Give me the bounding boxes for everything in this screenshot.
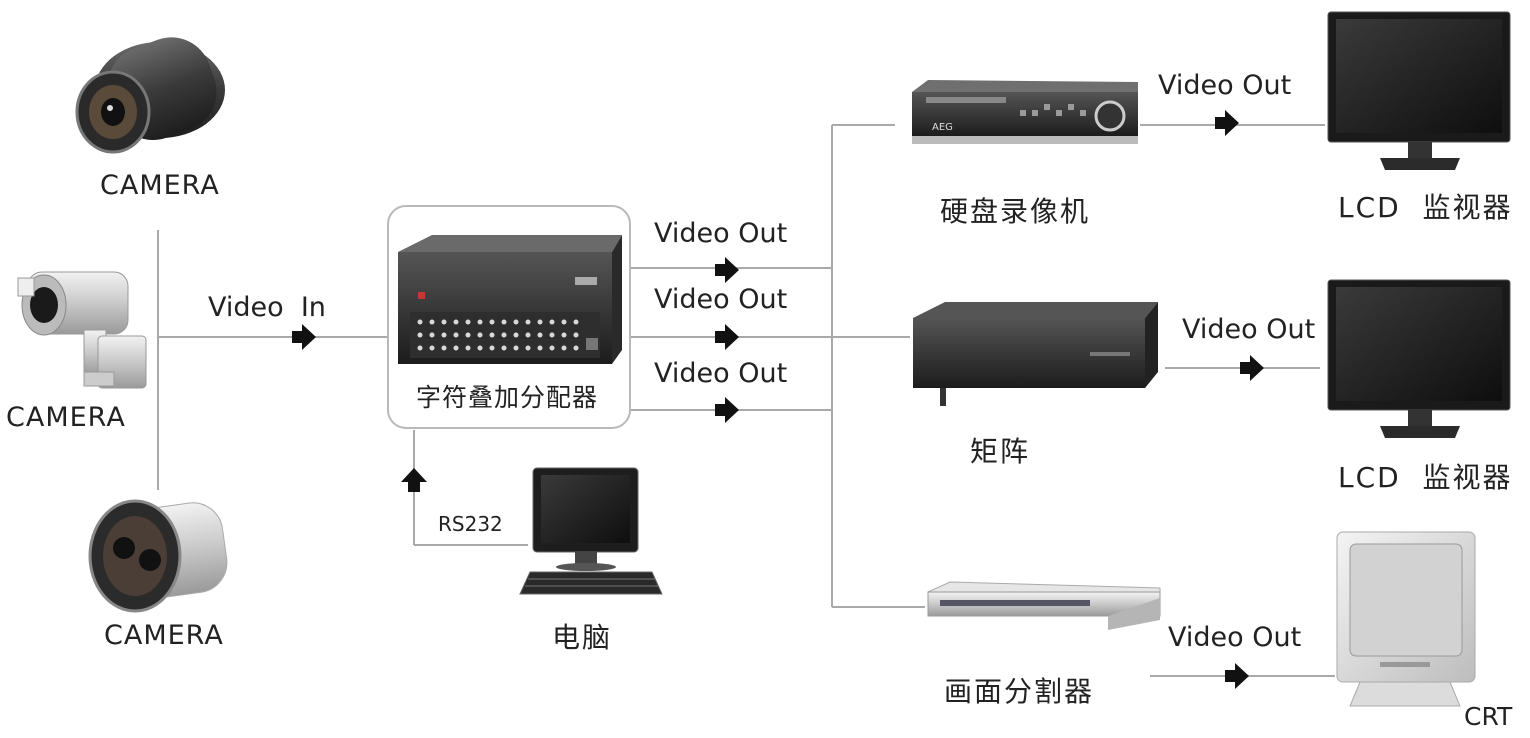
- matrix-icon: [913, 302, 1158, 406]
- arrow-right-icon: [715, 397, 739, 423]
- video-in-label: Video In: [208, 292, 326, 323]
- video-out-label-splitter: Video Out: [1168, 622, 1302, 653]
- arrow-right-icon: [1240, 355, 1264, 381]
- camera-2-label: CAMERA: [6, 402, 126, 433]
- camera-1-label: CAMERA: [100, 170, 220, 201]
- screen-splitter-label: 画面分割器: [944, 675, 1095, 708]
- arrow-icons: [292, 110, 1264, 689]
- video-out-label-matrix: Video Out: [1182, 314, 1316, 345]
- dvr-icon: AEG: [912, 80, 1138, 144]
- dvr-label: 硬盘录像机: [940, 195, 1091, 228]
- camera-3-icon: [88, 499, 228, 613]
- lcd-monitor-1-label: LCD 监视器: [1338, 191, 1513, 224]
- arrow-right-icon: [715, 324, 739, 350]
- overlay-distributor-label: 字符叠加分配器: [416, 383, 599, 412]
- overlay-distributor-icon: [398, 235, 622, 364]
- arrow-right-icon: [1225, 663, 1249, 689]
- dvr-brand: AEG: [932, 122, 953, 133]
- video-out-label-1: Video Out: [654, 218, 788, 249]
- arrow-right-icon: [1215, 110, 1239, 136]
- video-out-label-3: Video Out: [654, 358, 788, 389]
- rs232-label: RS232: [438, 512, 503, 536]
- arrow-right-icon: [715, 257, 739, 283]
- arrow-up-icon: [401, 468, 427, 492]
- matrix-label: 矩阵: [970, 435, 1031, 468]
- screen-splitter-icon: [927, 581, 1161, 630]
- lcd-monitor-1-icon: [1327, 11, 1511, 170]
- computer-icon: [519, 467, 663, 595]
- computer-label: 电脑: [552, 621, 613, 654]
- lcd-monitor-2-icon: [1327, 279, 1511, 438]
- crt-monitor-icon: [1336, 531, 1476, 707]
- lcd-monitor-2-label: LCD 监视器: [1338, 461, 1513, 494]
- camera-2-icon: [17, 271, 147, 389]
- crt-monitor-label: CRT: [1464, 702, 1513, 731]
- video-out-label-2: Video Out: [654, 284, 788, 315]
- camera-3-label: CAMERA: [104, 620, 224, 651]
- video-out-label-dvr: Video Out: [1158, 70, 1292, 101]
- arrow-right-icon: [292, 324, 316, 350]
- camera-1-icon: [75, 37, 225, 154]
